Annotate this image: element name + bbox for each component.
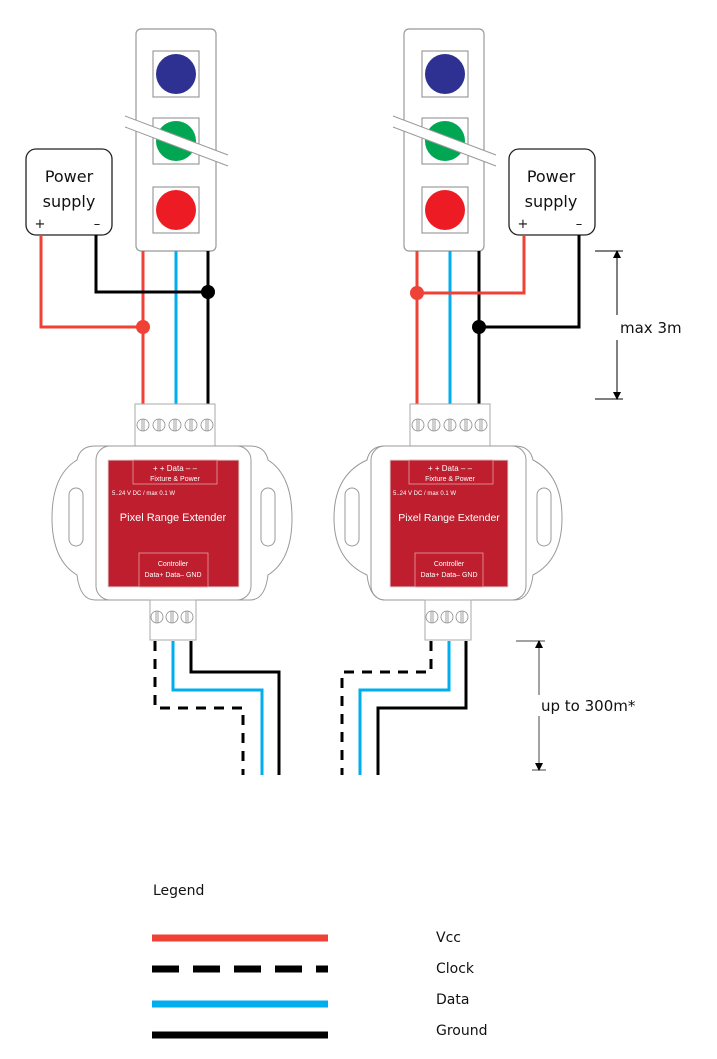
bottom-terminal-title: Controller <box>434 561 465 568</box>
power-supply-label-line1: Power <box>527 167 576 186</box>
ground-wire <box>189 641 281 775</box>
led-red <box>425 190 465 230</box>
top-terminal-labels: + + Data – – <box>428 464 473 473</box>
top-terminal-title: Fixture & Power <box>425 476 475 483</box>
device-rating: 5..24 V DC / max 0.1 W <box>112 491 175 497</box>
top-terminal-left <box>134 403 216 447</box>
ground-junction <box>472 320 486 334</box>
ps-vcc-wire <box>39 235 143 329</box>
power-supply-left: Power supply + – <box>25 148 113 236</box>
bottom-terminal-title: Controller <box>158 561 189 568</box>
power-supply-minus: – <box>576 217 583 232</box>
led-red <box>156 190 196 230</box>
dimension-up-to-300m: up to 300m* <box>516 640 636 771</box>
controller-cable-left <box>153 641 281 775</box>
data-wire <box>171 641 264 775</box>
legend-label-data: Data <box>436 992 469 1008</box>
led-fixture-right <box>392 28 497 252</box>
bottom-terminal-labels: Data+ Data– GND <box>421 572 478 579</box>
vcc-junction <box>410 286 424 300</box>
legend-label-clock: Clock <box>436 961 475 977</box>
bottom-terminal-right <box>424 599 472 641</box>
ps-vcc-wire <box>417 235 526 295</box>
clock-wire <box>340 641 433 775</box>
dimension-label-controller: up to 300m* <box>541 697 636 715</box>
legend-label-vcc: Vcc <box>436 930 461 946</box>
ground-junction <box>201 285 215 299</box>
top-terminal-right <box>409 403 491 447</box>
bottom-terminal-left <box>149 599 197 641</box>
device-rating: 5..24 V DC / max 0.1 W <box>393 491 456 497</box>
cut-mark <box>124 115 229 167</box>
led-fixture-left <box>124 28 229 252</box>
ground-wire <box>376 641 468 775</box>
vcc-junction <box>136 320 150 334</box>
data-wire <box>358 641 451 775</box>
top-terminal-labels: + + Data – – <box>153 464 198 473</box>
clock-wire <box>153 641 245 775</box>
right-setup: Power supply + – <box>333 28 596 775</box>
led-blue <box>156 54 196 94</box>
dimension-max-3m: max 3m <box>595 250 682 400</box>
top-terminal-title: Fixture & Power <box>150 476 200 483</box>
power-supply-plus: + <box>35 217 46 232</box>
legend: Legend Vcc Clock Data Ground <box>152 883 488 1039</box>
ps-ground-wire <box>94 235 208 294</box>
ps-ground-wire <box>479 235 581 329</box>
power-supply-minus: – <box>94 217 101 232</box>
pixel-range-extender-right: + + Data – – Fixture & Power 5..24 V DC … <box>333 445 563 601</box>
device-name: Pixel Range Extender <box>120 512 227 524</box>
fixture-wires-left <box>39 235 215 405</box>
fixture-wires-right <box>410 235 581 405</box>
device-name: Pixel Range Extender <box>398 512 500 524</box>
legend-label-ground: Ground <box>436 1023 488 1039</box>
legend-title: Legend <box>153 883 204 899</box>
controller-cable-right <box>340 641 468 775</box>
power-supply-label-line2: supply <box>43 192 96 211</box>
led-blue <box>425 54 465 94</box>
power-supply-right: Power supply + – <box>508 148 596 236</box>
left-setup: Power supply + – <box>25 28 293 775</box>
pixel-range-extender-left: + + Data – – Fixture & Power 5..24 V DC … <box>51 445 293 601</box>
power-supply-plus: + <box>518 217 529 232</box>
cut-mark <box>392 115 497 167</box>
power-supply-label-line2: supply <box>525 192 578 211</box>
power-supply-label-line1: Power <box>45 167 94 186</box>
bottom-terminal-labels: Data+ Data– GND <box>145 572 202 579</box>
dimension-label-fixture: max 3m <box>620 319 682 337</box>
